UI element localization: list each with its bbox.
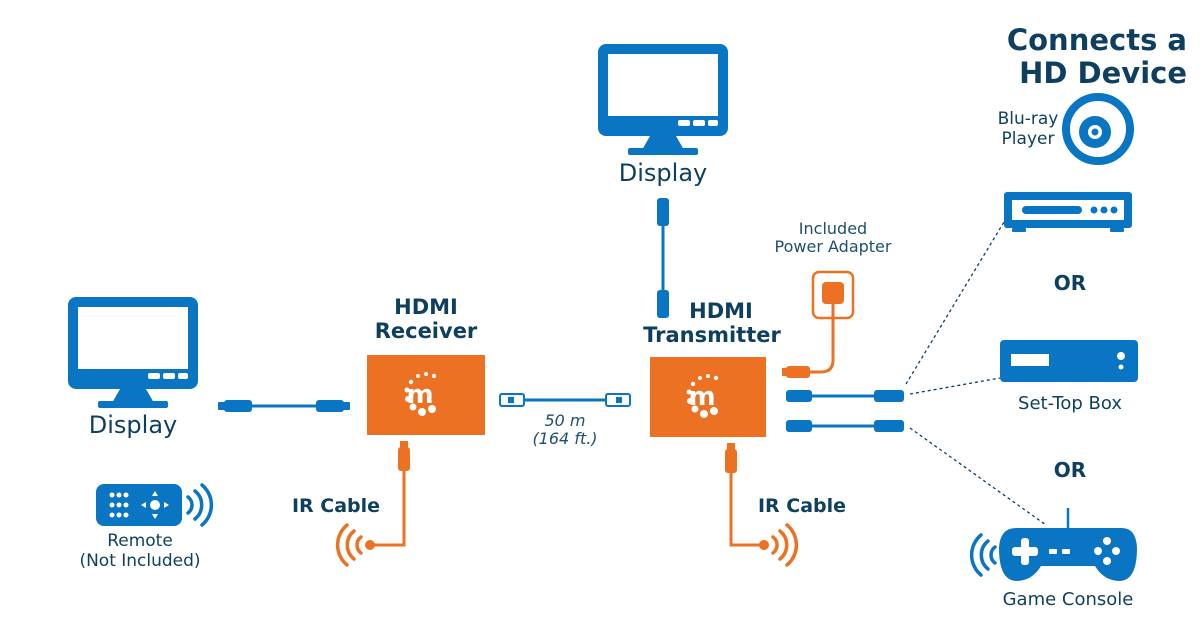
headline: Connects a HD Device — [955, 23, 1187, 91]
transmitter-label-line-1: HDMI — [689, 299, 753, 323]
distance-label: 50 m (164 ft.) — [515, 411, 615, 449]
receiver-brand-logo-icon: m — [404, 372, 437, 416]
ethernet-cable-icon — [499, 393, 631, 407]
bluray-player-icon — [1004, 192, 1132, 232]
line-to-bluray — [905, 221, 1005, 385]
receiver-label-line-1: HDMI — [394, 295, 458, 319]
ir-cable-left-icon — [365, 441, 410, 550]
set-top-box-label: Set-Top Box — [1018, 393, 1122, 414]
remote-signal-icon — [186, 483, 214, 527]
display-top-label: Display — [618, 159, 708, 187]
remote-control-icon — [96, 484, 182, 526]
ir-cable-right-label: IR Cable — [757, 495, 847, 517]
receiver-label-line-2: Receiver — [374, 319, 478, 344]
remote-label: Remote (Not Included) — [70, 531, 210, 571]
hdmi-cable-out-2-icon — [786, 420, 904, 432]
transmitter-label: HDMI Transmitter — [638, 299, 786, 347]
connection-lines — [905, 221, 1047, 526]
power-adapter-icon — [782, 270, 855, 378]
remote-label-line-2: (Not Included) — [79, 550, 201, 571]
power-adapter-label-line-2: Power Adapter — [774, 237, 892, 257]
headline-line-2: HD Device — [1019, 56, 1187, 91]
display-top-monitor-icon — [598, 44, 728, 155]
bluray-disc-icon — [1062, 93, 1134, 165]
bluray-label: Blu-ray Player — [978, 109, 1078, 149]
gamepad-signal-icon — [969, 533, 997, 577]
hdmi-cable-vertical-icon — [657, 198, 669, 318]
line-to-set-top-box — [909, 377, 1001, 395]
receiver-logo-letter: m — [406, 380, 433, 410]
transmitter-brand-logo-icon: m — [686, 374, 719, 418]
or-label-2: OR — [1053, 458, 1087, 482]
bluray-label-line-2: Player — [1001, 128, 1055, 149]
ir-cable-right-icon — [725, 443, 769, 550]
transmitter-logo-letter: m — [688, 382, 715, 412]
remote-label-line-1: Remote — [107, 531, 173, 551]
gamepad-icon — [999, 508, 1137, 581]
hdmi-receiver-box — [367, 355, 485, 435]
set-top-box-icon — [1000, 340, 1138, 382]
or-label-1: OR — [1053, 271, 1087, 295]
ir-emitter-right-signal-icon — [771, 523, 799, 567]
line-to-game-console — [909, 427, 1047, 526]
receiver-label: HDMI Receiver — [346, 295, 506, 343]
bluray-label-line-1: Blu-ray — [997, 109, 1059, 129]
game-console-label: Game Console — [1002, 589, 1134, 610]
power-adapter-label-line-1: Included — [798, 219, 868, 238]
hdmi-cable-left-icon — [218, 400, 350, 412]
distance-label-line-2: (164 ft.) — [532, 429, 598, 449]
display-left-label: Display — [88, 411, 178, 439]
display-left-monitor-icon — [68, 297, 198, 408]
transmitter-label-line-2: Transmitter — [643, 323, 781, 348]
distance-label-line-1: 50 m — [544, 411, 586, 430]
hdmi-cable-out-1-icon — [786, 390, 904, 402]
power-adapter-label: Included Power Adapter — [758, 219, 908, 257]
headline-line-1: Connects a — [1006, 23, 1187, 57]
ir-cable-left-label: IR Cable — [291, 495, 381, 517]
ir-emitter-left-signal-icon — [335, 523, 363, 567]
hdmi-transmitter-box — [650, 357, 766, 437]
